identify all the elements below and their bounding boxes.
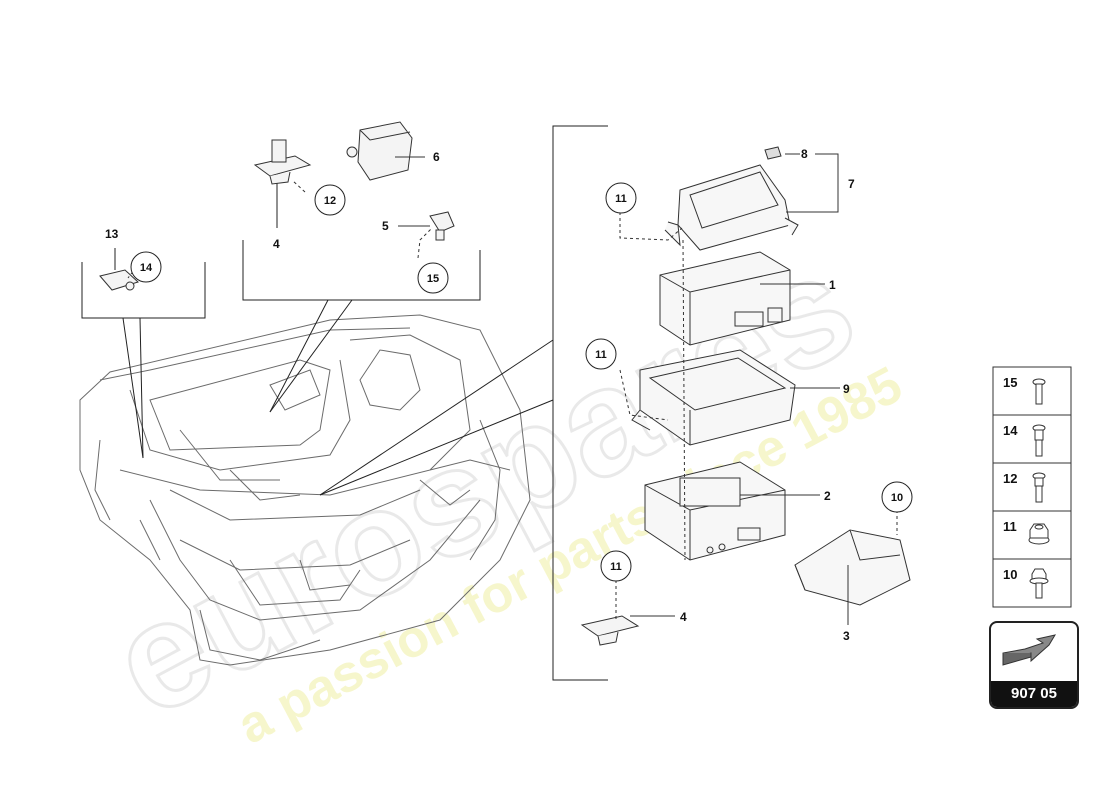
part-label-8: 8 [801,147,808,161]
callout-12: 12 [314,184,346,216]
svg-text:14: 14 [140,262,153,274]
part-4-lower-drawing [580,615,640,646]
bolt-icon [1032,424,1046,457]
callout-11-middle: 11 [585,338,617,370]
part-label-4-upper: 4 [273,237,280,251]
callout-11-bottom: 11 [600,550,632,582]
svg-text:12: 12 [324,195,336,207]
part-6-drawing [346,121,413,181]
part-7-cover-drawing [664,164,799,251]
part-1-drawing [659,251,791,346]
part-labels: 13 4 6 5 8 7 1 9 2 3 4 [105,147,855,643]
callout-10: 10 [881,481,913,513]
legend-row-12: 12 [1003,471,1046,503]
svg-text:11: 11 [610,561,622,573]
svg-text:11: 11 [595,349,607,361]
screw-icon [1032,378,1046,405]
svg-text:14: 14 [1003,423,1018,438]
part-label-3: 3 [843,629,850,643]
hex-nut-icon [1028,523,1050,545]
part-label-4-lower: 4 [680,610,687,624]
legend-row-10: 10 [1003,567,1049,599]
car-rear-frame [79,314,531,666]
leader-lines [81,125,608,681]
reference-code: 907 05 [991,681,1077,707]
part-3-drawing [794,529,911,606]
arrow-icon [1002,634,1057,666]
legend-row-15: 15 [1003,375,1046,405]
svg-text:12: 12 [1003,471,1017,486]
reference-badge: 907 05 [989,621,1079,709]
part-8-drawing [764,146,782,160]
legend-row-14: 14 [1003,423,1046,457]
svg-text:15: 15 [427,273,439,285]
part-label-2: 2 [824,489,831,503]
part-label-5: 5 [382,219,389,233]
part-label-6: 6 [433,150,440,164]
screw-icon [1032,472,1046,503]
svg-text:10: 10 [891,492,903,504]
part-label-1: 1 [829,278,836,292]
part-2-drawing [644,461,786,561]
svg-text:10: 10 [1003,567,1017,582]
part-label-13: 13 [105,227,119,241]
svg-text:15: 15 [1003,375,1017,390]
dashed-leaders [127,179,898,620]
callout-15: 15 [417,262,449,294]
fastener-legend: 15 14 12 11 [992,366,1072,608]
callout-11-top: 11 [605,182,637,214]
part-label-7: 7 [848,177,855,191]
svg-text:11: 11 [1003,519,1017,534]
callout-14: 14 [130,251,162,283]
legend-row-11: 11 [1003,519,1050,545]
solid-leaders [395,153,849,625]
part-5-drawing [429,211,455,241]
part-13-drawing [99,269,139,291]
hex-bolt-icon [1029,568,1049,599]
part-4-upper-drawing [253,139,312,185]
svg-text:11: 11 [615,193,627,205]
part-label-9: 9 [843,382,850,396]
